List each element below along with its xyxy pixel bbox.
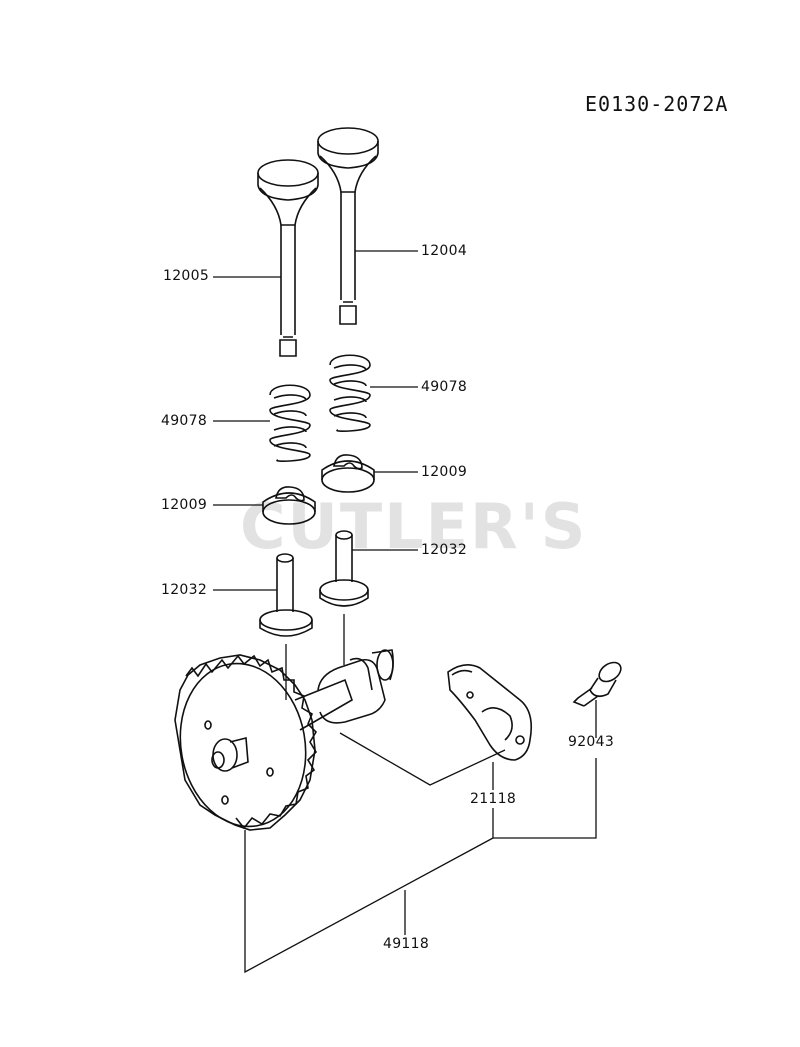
label-bolt: 92043 [568, 734, 615, 750]
tappet-12032-right[interactable] [319, 530, 369, 607]
exhaust-valve-12004[interactable] [317, 127, 379, 325]
retainer-12009-left[interactable] [262, 486, 316, 525]
label-tappet-left: 12032 [161, 582, 208, 598]
label-retainer-left: 12009 [161, 497, 208, 513]
spring-49078-left[interactable] [269, 384, 311, 462]
bolt-92043[interactable] [572, 659, 624, 707]
drawing-code: E0130-2072A [585, 92, 729, 116]
spring-49078-right[interactable] [329, 354, 371, 432]
label-camshaft: 49118 [383, 936, 430, 952]
retainer-12009-right[interactable] [321, 454, 375, 493]
label-tappet-right: 12032 [421, 542, 468, 558]
label-plate: 21118 [470, 791, 517, 807]
label-exhaust-valve: 12004 [421, 243, 468, 259]
tappet-12032-left[interactable] [259, 553, 313, 637]
label-spring-left: 49078 [161, 413, 208, 429]
watermark-logo: CUTLER'S [240, 490, 588, 563]
label-intake-valve: 12005 [163, 268, 210, 284]
camshaft-lobes[interactable] [294, 649, 394, 731]
label-spring-right: 49078 [421, 379, 468, 395]
plate-21118[interactable] [447, 664, 533, 761]
intake-valve-12005[interactable] [257, 159, 319, 357]
camshaft-gear[interactable] [168, 653, 319, 836]
label-retainer-right: 12009 [421, 464, 468, 480]
